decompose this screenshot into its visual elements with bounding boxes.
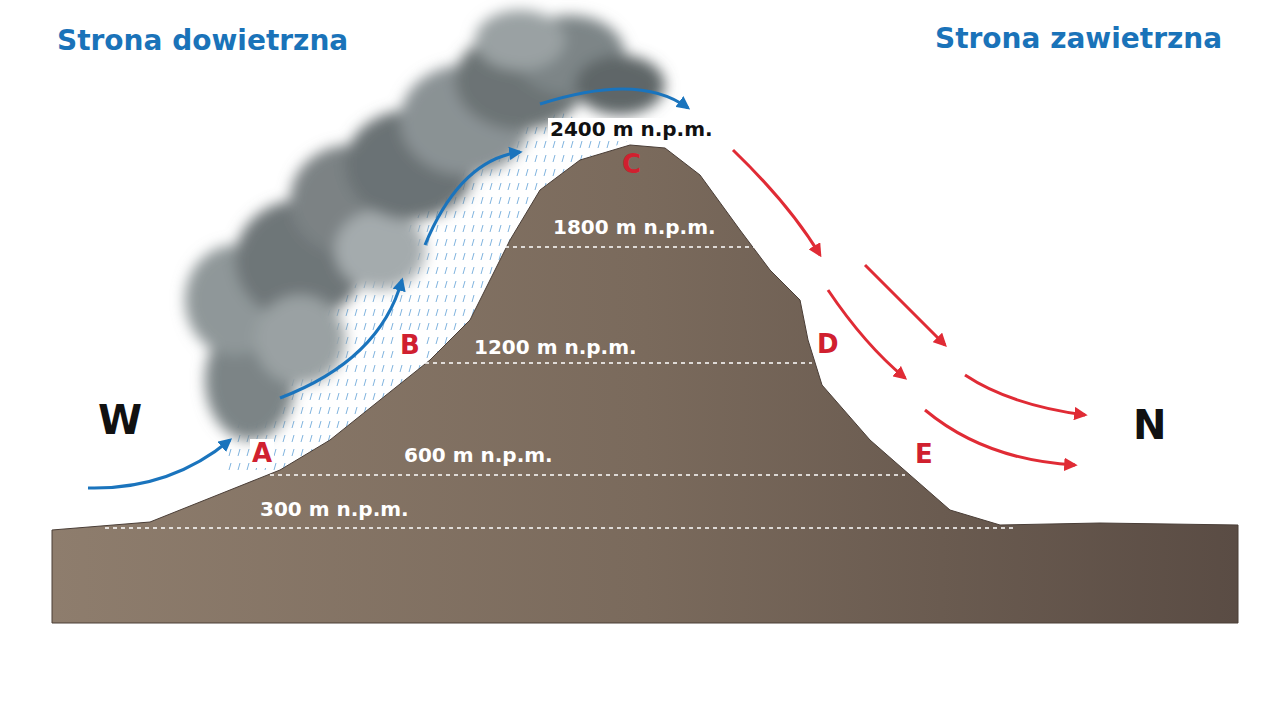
point-letter: B xyxy=(398,331,422,360)
altitude-label: 300 m n.p.m. xyxy=(260,498,409,520)
altitude-lines xyxy=(105,247,1015,528)
windward-arrows xyxy=(88,89,688,488)
leeward-arrows xyxy=(733,150,1085,465)
point-letter: A xyxy=(250,439,274,468)
altitude-label: 1200 m n.p.m. xyxy=(474,336,637,358)
side-heading: Strona dowietrzna xyxy=(57,26,348,57)
altitude-label: 2400 m n.p.m. xyxy=(548,118,715,140)
altitude-label: 600 m n.p.m. xyxy=(404,444,553,466)
direction-letter: W xyxy=(98,398,142,442)
point-letter: D xyxy=(815,330,841,359)
direction-letter: N xyxy=(1133,403,1166,447)
point-letter: C xyxy=(622,150,641,179)
point-letter: E xyxy=(913,440,935,469)
side-heading: Strona zawietrzna xyxy=(935,24,1222,55)
altitude-label: 1800 m n.p.m. xyxy=(553,216,716,238)
mountain xyxy=(52,145,1238,623)
